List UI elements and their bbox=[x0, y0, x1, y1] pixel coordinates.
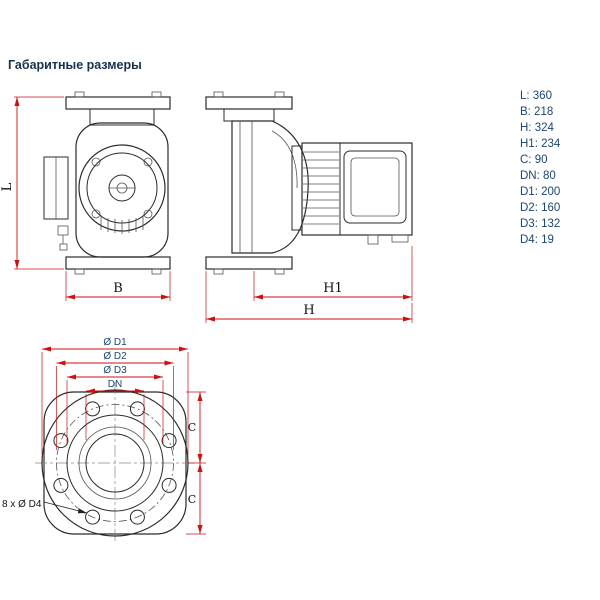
side-view: H1 H bbox=[205, 91, 413, 323]
dim-label-B: B bbox=[113, 281, 123, 296]
side-top-neck bbox=[223, 108, 275, 122]
spec-item-DN: DN: 80 bbox=[520, 170, 556, 182]
page-title: Габаритные размеры bbox=[8, 58, 142, 72]
spec-item-H: H: 324 bbox=[520, 122, 554, 134]
spec-item-D4: D4: 19 bbox=[520, 234, 554, 246]
front-screw bbox=[91, 209, 101, 219]
front-vent-grille bbox=[100, 216, 144, 234]
dim-label-H1: H1 bbox=[323, 281, 343, 296]
bolt-hole-leader bbox=[43, 501, 88, 514]
front-top-flange bbox=[65, 96, 171, 110]
front-view: L B bbox=[0, 91, 171, 301]
flange-view: Ø D1 Ø D2 Ø D3 DN C C 8 x Ø D4 bbox=[2, 337, 206, 544]
dim-label-D3: Ø D3 bbox=[103, 365, 127, 376]
flange-bolt-holes bbox=[53, 401, 177, 525]
spec-item-B: B: 218 bbox=[520, 106, 554, 118]
front-screw bbox=[143, 157, 153, 167]
spec-item-L: L: 360 bbox=[520, 90, 552, 102]
side-top-flange bbox=[205, 96, 293, 110]
spec-item-D2: D2: 160 bbox=[520, 202, 561, 214]
flange-bore-DN bbox=[85, 433, 145, 493]
dim-label-D2: Ø D2 bbox=[103, 351, 127, 362]
front-screw bbox=[143, 209, 153, 219]
front-screw bbox=[91, 157, 101, 167]
front-drain-plug bbox=[57, 225, 69, 236]
side-terminal-box bbox=[343, 150, 407, 224]
dim-label-L: L bbox=[0, 182, 15, 191]
side-volute bbox=[231, 120, 309, 254]
side-motor-foot bbox=[391, 234, 409, 243]
side-motor-fins bbox=[303, 151, 339, 225]
dim-label-C-upper: C bbox=[188, 421, 196, 434]
front-top-bolt-left bbox=[74, 91, 85, 98]
front-bottom-flange bbox=[65, 256, 171, 270]
dim-label-C-lower: C bbox=[188, 493, 196, 506]
side-bottom-flange bbox=[205, 256, 293, 270]
dim-label-H: H bbox=[303, 303, 314, 318]
dim-label-D1: Ø D1 bbox=[103, 337, 127, 348]
dim-label-DN: DN bbox=[108, 379, 122, 390]
front-casing bbox=[75, 122, 169, 258]
dimension-spec-list: L: 360 B: 218 H: 324 H1: 234 C: 90 DN: 8… bbox=[520, 88, 560, 248]
bolt-hole-label: 8 x Ø D4 bbox=[2, 499, 42, 510]
side-motor-body bbox=[301, 142, 413, 236]
front-top-bolt-right bbox=[151, 91, 162, 98]
front-top-neck bbox=[89, 108, 155, 126]
spec-item-C: C: 90 bbox=[520, 154, 548, 166]
side-cable-gland bbox=[367, 234, 379, 245]
spec-item-D1: D1: 200 bbox=[520, 186, 561, 198]
flange-bolt-circle-D2 bbox=[56, 404, 174, 522]
spec-item-H1: H1: 234 bbox=[520, 138, 561, 150]
flange-raised-face-D3 bbox=[66, 414, 164, 512]
spec-item-D3: D3: 132 bbox=[520, 218, 561, 230]
